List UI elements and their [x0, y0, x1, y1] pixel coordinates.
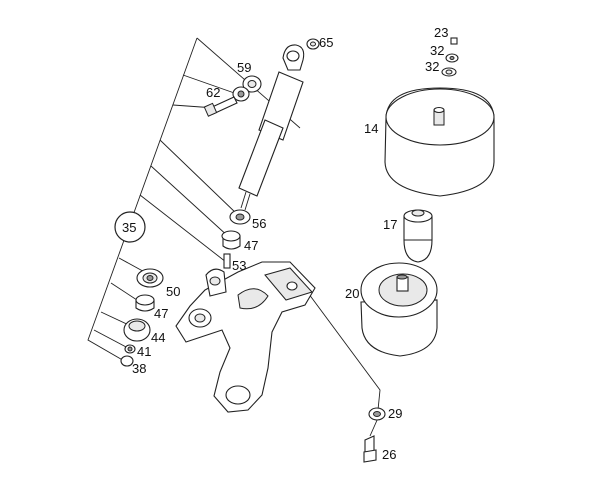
callout-14: 14: [364, 121, 378, 136]
steering-knuckle: [175, 261, 316, 413]
callout-59: 59: [237, 60, 251, 75]
group-35-circle: [114, 211, 146, 243]
callout-20: 20: [345, 286, 359, 301]
callout-56: 56: [252, 216, 266, 231]
callout-29: 29: [388, 406, 402, 421]
callout-38: 38: [132, 361, 146, 376]
callout-65: 65: [319, 35, 333, 50]
shock-top-fasteners: [203, 38, 320, 117]
air-spring-lower: [360, 262, 438, 357]
lower-fasteners: [363, 407, 386, 463]
air-spring-upper: [384, 37, 495, 197]
shock-lower-bushings: [221, 209, 251, 269]
callout-26: 26: [382, 447, 396, 462]
callout-41: 41: [137, 344, 151, 359]
callout-35: 35: [122, 220, 136, 235]
callout-32b: 32: [425, 59, 439, 74]
callout-53: 53: [232, 258, 246, 273]
callout-47b: 47: [154, 306, 168, 321]
callout-62: 62: [206, 85, 220, 100]
bump-stop: [403, 209, 433, 263]
callout-23: 23: [434, 25, 448, 40]
bushing-stack: [120, 268, 164, 367]
shock-absorber: [238, 44, 305, 211]
callout-44: 44: [151, 330, 165, 345]
callout-47a: 47: [244, 238, 258, 253]
callout-50: 50: [166, 284, 180, 299]
leader-lines: [87, 37, 381, 437]
callout-32a: 32: [430, 43, 444, 58]
callout-17: 17: [383, 217, 397, 232]
callout-labels: 65 59 62 56 47 53 35 50 47 44 41 38 23 3…: [122, 25, 448, 462]
